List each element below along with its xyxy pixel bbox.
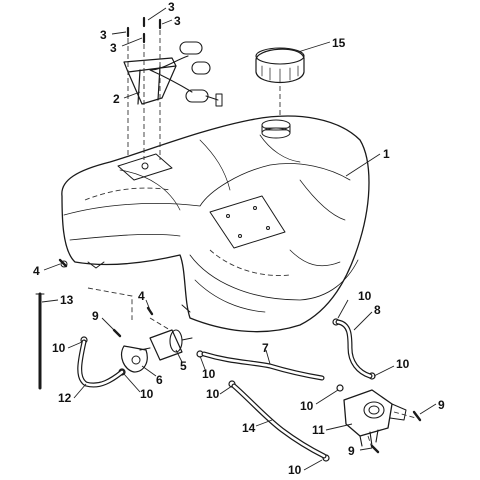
callout-15: 15 — [332, 36, 346, 50]
callout-10a: 10 — [52, 341, 66, 355]
callout-9c: 9 — [348, 444, 355, 458]
fuel-pump — [343, 389, 417, 449]
callout-9a: 9 — [92, 309, 99, 323]
filter-bracket — [121, 345, 148, 373]
callout-2: 2 — [113, 92, 120, 106]
callout-labels: 1 2 3 3 3 3 15 4 4 13 9 10 12 10 6 5 10 … — [33, 0, 445, 477]
callout-10f: 10 — [396, 357, 410, 371]
callout-14: 14 — [242, 421, 256, 435]
callout-10e: 10 — [358, 289, 372, 303]
callout-9b: 9 — [438, 398, 445, 412]
fuel-tank — [61, 115, 370, 333]
callout-10g: 10 — [300, 399, 314, 413]
callout-3b: 3 — [168, 0, 175, 14]
callout-10c: 10 — [202, 367, 216, 381]
callout-3a: 3 — [100, 28, 107, 42]
callout-3d: 3 — [174, 14, 181, 28]
fuel-hose-pump-return — [335, 319, 373, 379]
fuel-filter — [139, 329, 193, 361]
callout-3c: 3 — [110, 41, 117, 55]
callout-11: 11 — [312, 423, 325, 437]
callout-4b: 4 — [138, 289, 145, 303]
fuel-sending-unit — [123, 16, 223, 160]
fuel-hose-filter-out — [201, 351, 325, 381]
callout-10d: 10 — [206, 387, 220, 401]
bolt-left — [58, 258, 68, 268]
callout-10b: 10 — [140, 387, 154, 401]
callout-6: 6 — [156, 373, 163, 387]
callout-8: 8 — [374, 303, 381, 317]
callout-13: 13 — [60, 293, 74, 307]
callout-1: 1 — [383, 147, 390, 161]
fuel-hose-filter-in — [77, 339, 125, 388]
filler-cap — [255, 47, 305, 83]
callout-7: 7 — [262, 341, 269, 355]
leader-lines — [41, 7, 437, 471]
callout-12: 12 — [58, 391, 72, 405]
bolt-middle — [146, 306, 154, 316]
callout-4a: 4 — [33, 264, 40, 278]
fuel-hose-pump-out — [231, 383, 327, 459]
callout-10h: 10 — [288, 463, 302, 477]
vent-hose — [35, 292, 45, 390]
callout-5: 5 — [180, 359, 187, 373]
hose-clamps — [80, 318, 376, 462]
